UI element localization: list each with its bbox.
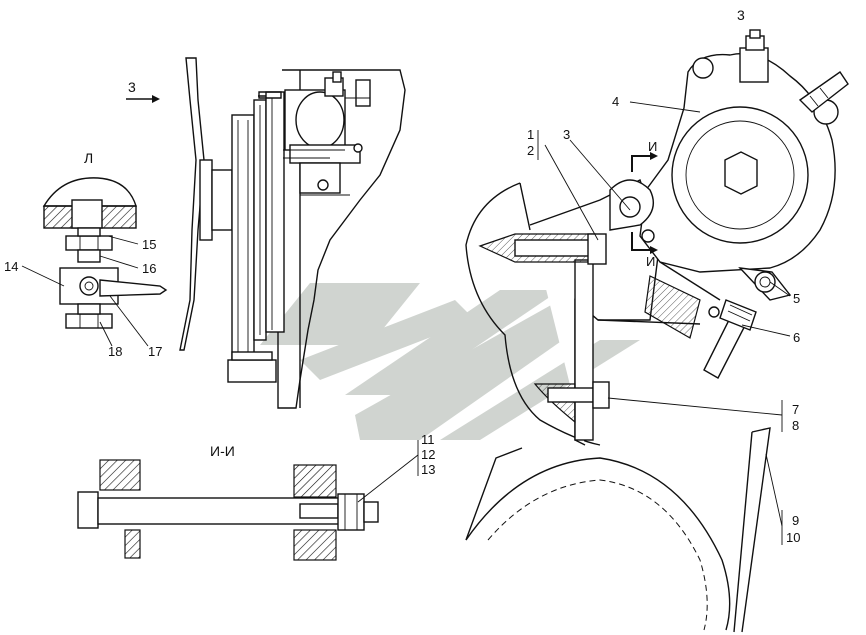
view-3-main: 3	[465, 7, 849, 545]
callout-16: 16	[142, 261, 156, 276]
view-L-title: Л	[84, 150, 93, 166]
callout-2: 2	[527, 143, 534, 158]
callout-11: 11	[421, 432, 435, 447]
view-L-detail: Л 15 16 14 17 18	[4, 150, 168, 359]
callout-12: 12	[421, 447, 435, 462]
callout-17: 17	[148, 344, 162, 359]
section-II-title: И-И	[210, 443, 235, 459]
section-mark-upper: И	[648, 139, 657, 154]
callout-13: 13	[421, 462, 435, 477]
callout-14: 14	[4, 259, 18, 274]
callout-7: 7	[792, 402, 799, 417]
view-3-arrow: 3	[126, 79, 160, 103]
view-3-title: 3	[737, 7, 745, 23]
callout-18: 18	[108, 344, 122, 359]
section-mark-lower: И	[646, 254, 655, 269]
callout-6: 6	[793, 330, 800, 345]
callout-10: 10	[786, 530, 800, 545]
fan-shroud	[465, 427, 771, 633]
callout-15: 15	[142, 237, 156, 252]
section-II: И-И 11 12 13	[77, 432, 435, 561]
callout-3: 3	[563, 127, 570, 142]
callout-8: 8	[792, 418, 799, 433]
callout-1: 1	[527, 127, 534, 142]
view-3-arrow-label: 3	[128, 79, 136, 95]
callout-9: 9	[792, 513, 799, 528]
callout-5: 5	[793, 291, 800, 306]
side-view-drive	[179, 57, 406, 409]
callout-4: 4	[612, 94, 619, 109]
